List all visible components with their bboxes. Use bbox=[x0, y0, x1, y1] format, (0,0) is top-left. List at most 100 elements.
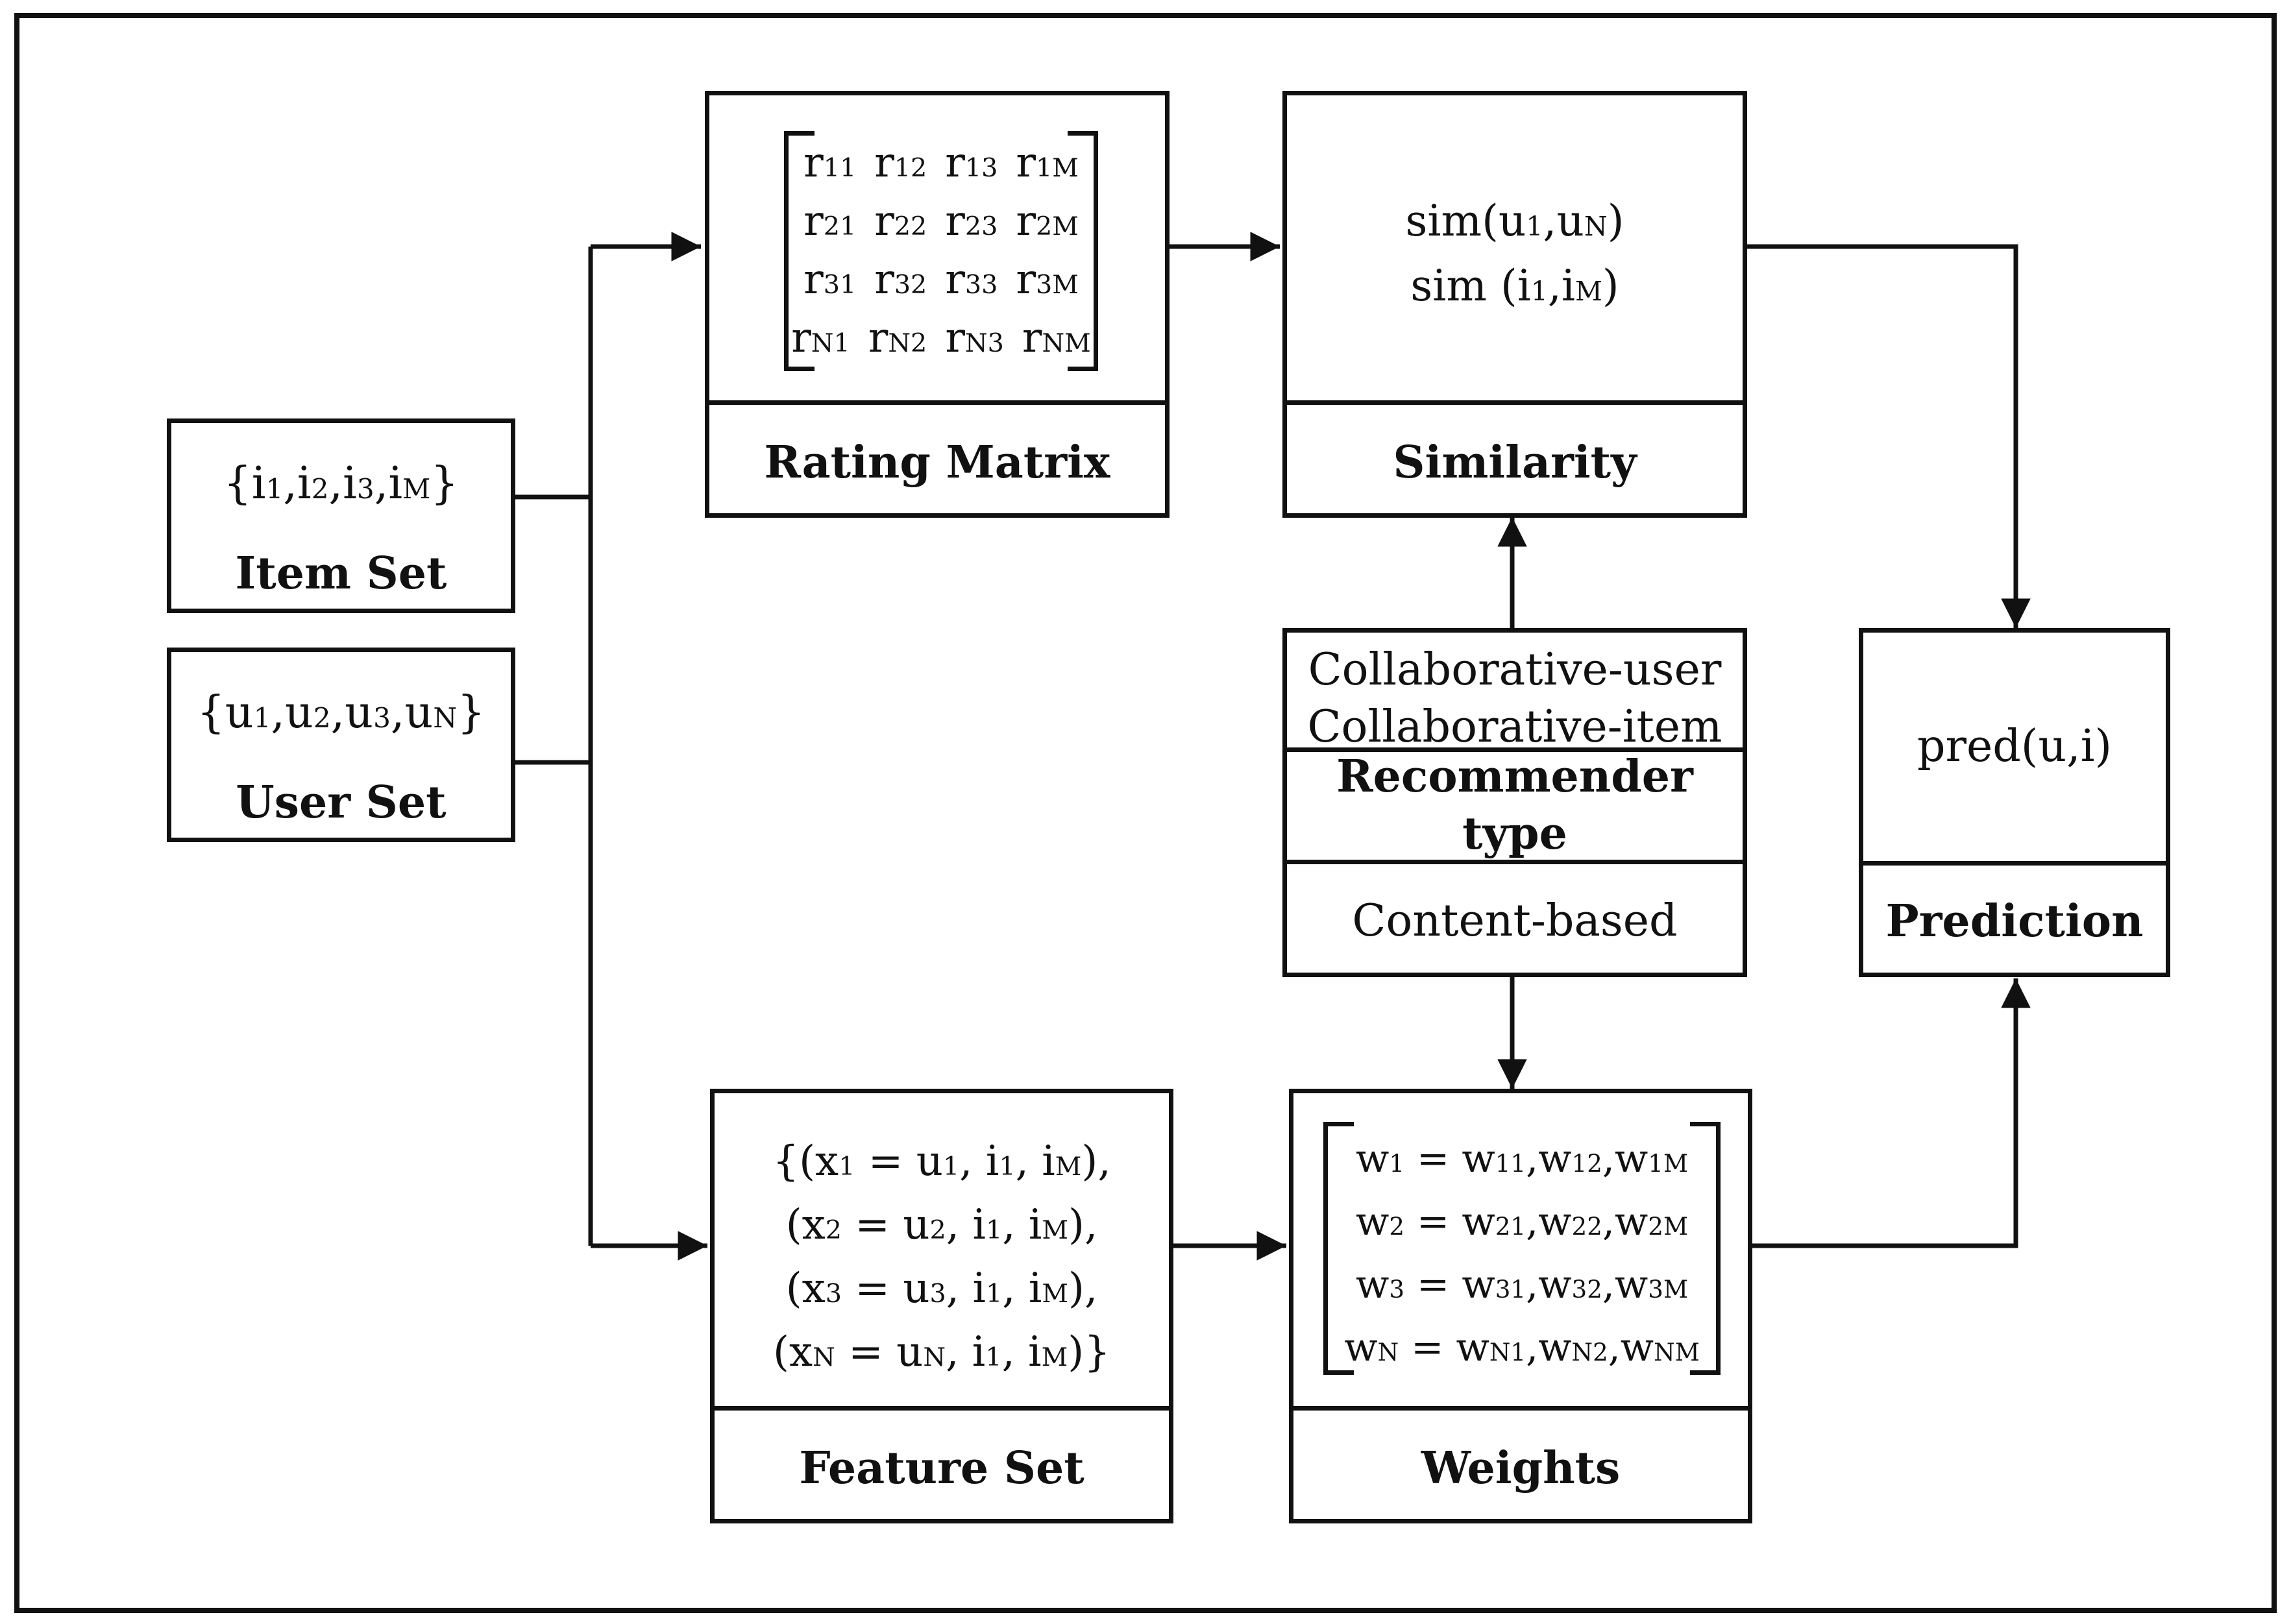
brace-open: { bbox=[197, 687, 225, 738]
matrix-cell-text: r bbox=[803, 139, 824, 187]
prediction-value: pred(u,i) bbox=[1917, 721, 2113, 772]
matrix-cell-subscript: 1M bbox=[1035, 153, 1079, 183]
set-element-text: ,i bbox=[374, 458, 403, 509]
feature-line-text: = u bbox=[855, 1137, 943, 1185]
set-element-subscript: N bbox=[433, 702, 458, 734]
similarity-line-text: ) bbox=[1602, 261, 1619, 311]
weight-line-text: ,w bbox=[1602, 1262, 1648, 1307]
weight-line-subscript: 11 bbox=[1495, 1149, 1526, 1178]
prediction-divider bbox=[1863, 861, 2166, 866]
weight-line-subscript: 21 bbox=[1495, 1212, 1526, 1241]
similarity-line-text: ) bbox=[1607, 196, 1624, 246]
matrix-cell-subscript: 3M bbox=[1035, 270, 1079, 300]
set-element-text: ,u bbox=[330, 687, 374, 738]
similarity-line: sim (i1,iM) bbox=[1287, 256, 1743, 321]
feature-set-box: {(x1 = u1, i1, iM),(x2 = u2, i1, iM),(x3… bbox=[710, 1089, 1173, 1523]
matrix-cell-text: r bbox=[1016, 139, 1036, 187]
set-element-subscript: 1 bbox=[253, 702, 271, 734]
feature-set-label: Feature Set bbox=[799, 1442, 1084, 1494]
matrix-cell: rN3 bbox=[945, 317, 1004, 359]
matrix-cell-subscript: 21 bbox=[823, 212, 857, 241]
weight-line-subscript: 32 bbox=[1571, 1275, 1602, 1303]
recommender-label-line2: type bbox=[1462, 808, 1567, 860]
similarity-line-subscript: 1 bbox=[1530, 276, 1548, 307]
recommender-divider-bottom bbox=[1287, 860, 1743, 864]
weight-line: wN = wN1,wN2,wNM bbox=[1323, 1318, 1721, 1381]
feature-line-text: , i bbox=[1002, 1265, 1042, 1313]
user-set-label: User Set bbox=[236, 777, 447, 829]
matrix-cell-text: r bbox=[868, 314, 888, 362]
feature-set-divider bbox=[715, 1406, 1169, 1411]
feature-line-text: , i bbox=[1001, 1328, 1042, 1376]
similarity-line-subscript: M bbox=[1574, 276, 1602, 307]
weight-line-text: w bbox=[1355, 1262, 1390, 1307]
feature-line-subscript: 1 bbox=[985, 1279, 1003, 1309]
feature-line: {(x1 = u1, i1, iM), bbox=[715, 1132, 1169, 1196]
feature-line-text: (x bbox=[785, 1201, 826, 1249]
feature-line-text: {(x bbox=[772, 1137, 839, 1185]
weight-line-text: ,w bbox=[1608, 1325, 1654, 1370]
content-based-text: Content-based bbox=[1352, 895, 1678, 947]
weight-line: w1 = w11,w12,w1M bbox=[1323, 1130, 1721, 1193]
weight-line-text: w bbox=[1344, 1325, 1378, 1370]
feature-line-subscript: 3 bbox=[825, 1279, 842, 1309]
weight-line-subscript: N2 bbox=[1571, 1338, 1608, 1366]
matrix-cell-text: r bbox=[803, 197, 824, 245]
feature-line-subscript: N bbox=[813, 1342, 835, 1372]
set-element-text: i bbox=[251, 458, 266, 509]
matrix-cell-text: r bbox=[803, 256, 824, 304]
feature-line-text: ), bbox=[1081, 1137, 1111, 1185]
weight-line-subscript: 22 bbox=[1571, 1212, 1602, 1241]
prediction-box: pred(u,i) Prediction bbox=[1859, 628, 2170, 977]
similarity-box: sim(u1,uN)sim (i1,iM) Similarity bbox=[1282, 91, 1747, 518]
matrix-cell: r22 bbox=[874, 200, 927, 242]
matrix-cell: r33 bbox=[945, 259, 998, 300]
similarity-line-subscript: N bbox=[1584, 211, 1608, 242]
rating-matrix-divider bbox=[709, 400, 1165, 405]
matrix-cell-text: r bbox=[874, 256, 894, 304]
recommender-type-box: Collaborative-user Collaborative-item Re… bbox=[1282, 628, 1747, 977]
weight-line-subscript: 2M bbox=[1648, 1212, 1689, 1241]
arrow-weights-to-prediction bbox=[1752, 978, 2031, 1248]
user-set-value: {u1,u2,u3,uN} bbox=[171, 691, 511, 735]
feature-line-subscript: 1 bbox=[985, 1215, 1003, 1245]
prediction-label: Prediction bbox=[1885, 895, 2144, 947]
weight-line-text: ,w bbox=[1526, 1262, 1572, 1307]
feature-line-text: , i bbox=[1015, 1137, 1055, 1185]
matrix-cell-text: r bbox=[945, 139, 965, 187]
item-set-box: {i1,i2,i3,iM} Item Set bbox=[167, 418, 515, 613]
set-element-subscript: 2 bbox=[313, 702, 331, 734]
weight-line-text: ,w bbox=[1526, 1136, 1572, 1182]
feature-line: (xN = uN, i1, iM)} bbox=[715, 1323, 1169, 1387]
matrix-cell-subscript: N1 bbox=[811, 328, 850, 358]
similarity-line-subscript: 1 bbox=[1526, 211, 1543, 242]
arrow-similarity-to-prediction bbox=[1747, 244, 2031, 628]
outer-frame bbox=[14, 13, 2277, 1613]
weights-right-bracket bbox=[1690, 1122, 1721, 1375]
feature-line-subscript: 2 bbox=[825, 1215, 842, 1245]
matrix-cell-subscript: 22 bbox=[894, 212, 927, 241]
matrix-cell: r12 bbox=[874, 142, 927, 184]
feature-line-subscript: 3 bbox=[929, 1279, 946, 1309]
matrix-left-bracket bbox=[784, 131, 815, 371]
feature-line-text: (x bbox=[773, 1328, 813, 1376]
collaborative-item-text: Collaborative-item bbox=[1307, 701, 1722, 753]
feature-set-values: {(x1 = u1, i1, iM),(x2 = u2, i1, iM),(x3… bbox=[715, 1132, 1169, 1387]
brace-close: } bbox=[430, 458, 459, 509]
weight-line-text: = w bbox=[1399, 1325, 1489, 1370]
similarity-label: Similarity bbox=[1393, 437, 1637, 489]
feature-line-text: , i bbox=[959, 1137, 999, 1185]
matrix-cell-text: r bbox=[945, 197, 965, 245]
feature-line-text: )} bbox=[1068, 1328, 1110, 1376]
feature-line-subscript: 1 bbox=[985, 1342, 1002, 1372]
feature-line-subscript: 2 bbox=[929, 1215, 946, 1245]
weight-line-subscript: 1M bbox=[1648, 1149, 1689, 1178]
matrix-cell-text: r bbox=[874, 139, 894, 187]
set-element-text: ,i bbox=[283, 458, 312, 509]
set-element-text: ,u bbox=[390, 687, 434, 738]
